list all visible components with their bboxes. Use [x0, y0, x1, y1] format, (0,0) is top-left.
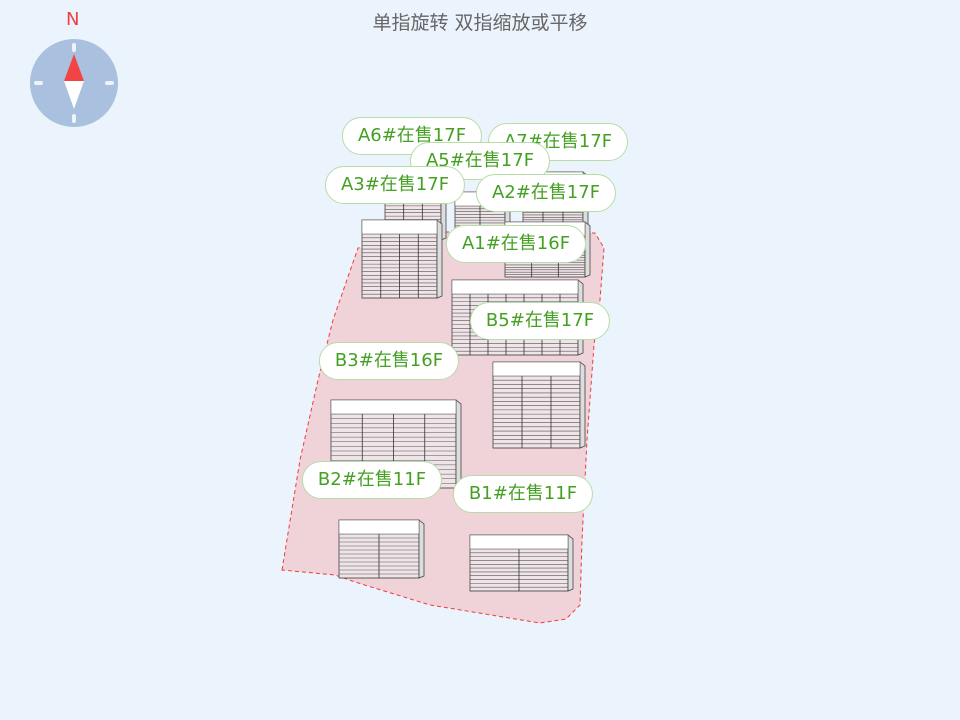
building-roof [361, 219, 438, 235]
building-A3[interactable] [361, 219, 443, 299]
gesture-hint: 单指旋转 双指缩放或平移 [372, 12, 588, 34]
building-label-A2[interactable]: A2#在售17F [475, 174, 617, 212]
building-label-A3[interactable]: A3#在售17F [324, 166, 466, 204]
building-roof [451, 279, 579, 295]
compass-icon[interactable] [30, 39, 118, 127]
building-label-B3[interactable]: B3#在售16F [318, 342, 460, 380]
building-facade [492, 361, 581, 449]
building-side [418, 519, 425, 579]
building-B2[interactable] [338, 519, 425, 579]
building-B1[interactable] [469, 534, 574, 592]
building-label-A1[interactable]: A1#在售16F [445, 225, 587, 263]
building-label-B5[interactable]: B5#在售17F [469, 302, 611, 340]
building-side [436, 219, 443, 299]
building-roof [338, 519, 420, 535]
building-roof [492, 361, 581, 377]
building-side [584, 221, 591, 278]
building-side [579, 361, 586, 449]
building-side [567, 534, 574, 592]
building-B5[interactable] [492, 361, 586, 449]
building-label-B2[interactable]: B2#在售11F [301, 461, 443, 499]
building-side [455, 399, 462, 489]
building-label-B1[interactable]: B1#在售11F [452, 475, 594, 513]
north-label: N [66, 9, 80, 30]
building-roof [469, 534, 569, 550]
building-roof [330, 399, 457, 415]
